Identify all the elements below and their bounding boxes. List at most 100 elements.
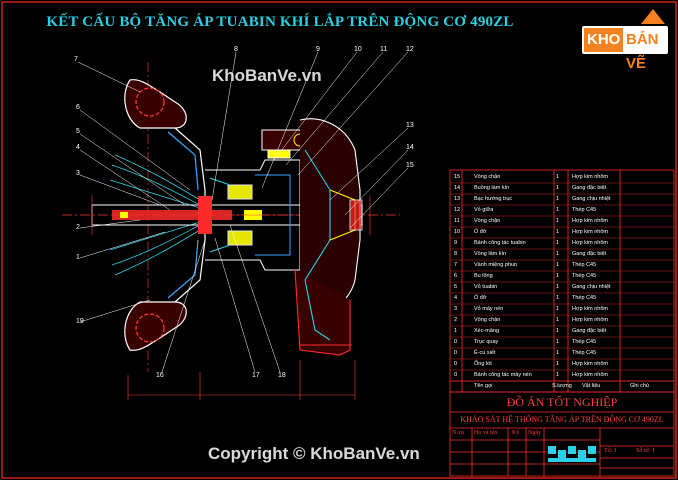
callout-5: 5 [76,128,80,135]
school-logo-graphic [548,446,596,462]
callout-6: 6 [76,104,80,111]
tb-label-role: N.vụ [452,430,464,436]
turbine-housing [294,118,363,356]
bom-cell-name: Vỏ giữa [474,207,494,213]
bom-header-name: Tên gọi [474,383,493,389]
bom-cell-no: 2 [454,317,458,323]
bom-cell-qty: 1 [556,306,560,312]
bom-cell-mat: Thép C45 [572,350,597,356]
bom-cell-mat: Hợp kim nhôm [572,229,609,235]
bom-cell-qty: 1 [556,185,560,191]
bom-cell-mat: Gang chịu nhiệt [572,284,611,290]
bom-cell-name: Ê-cu siết [474,350,496,356]
bom-cell-mat: Hợp kim nhôm [572,174,609,180]
bom-cell-qty: 1 [556,218,560,224]
bom-cell-no: 14 [454,185,461,191]
bom-cell-qty: 1 [556,372,560,378]
bom-cell-no: 5 [454,284,458,290]
title-block-heading: ĐỒ ÁN TỐT NGHIỆP [506,395,618,409]
bom-cell-qty: 1 [556,317,560,323]
bom-cell-name: Bánh công tác tuabin [474,240,526,246]
bom-header-note: Ghi chú [630,383,649,389]
logo-left-text: KHO [584,28,624,52]
tb-label-date: Ngày [528,430,541,436]
tb-sheets: Số tờ: 1 [636,448,655,454]
bom-cell-name: Vòng chặn [474,174,501,180]
bom-cell-qty: 1 [556,207,560,213]
bom-cell-mat: Gang đặc biệt [572,328,607,334]
bom-cell-no: 10 [454,229,461,235]
bom-cell-qty: 1 [556,361,560,367]
bom-cell-name: Trục quay [474,339,499,345]
logo-house-icon [641,9,665,24]
bom-cell-no: 9 [454,240,458,246]
compressor-wheel [109,154,201,276]
bom-cell-qty: 1 [556,262,560,268]
bom-header-qty: S.lượng [552,383,572,389]
bom-cell-mat: Hợp kim nhôm [572,240,609,246]
bom-cell-no: 8 [454,251,458,257]
callout-12: 12 [406,46,414,53]
bom-cell-name: Vòng chặn [474,218,501,224]
bom-cell-no: 0 [454,361,458,367]
bom-cell-no: 3 [454,306,458,312]
bom-cell-mat: Hợp kim nhôm [572,317,609,323]
logo-right-text: BẢN VẼ [626,31,659,72]
tb-label-sign: Ký [512,430,520,436]
callout-2: 2 [76,224,80,231]
bom-cell-no: 7 [454,262,458,268]
bom-cell-qty: 1 [556,328,560,334]
bom-row-lines [450,182,674,382]
bom-cell-qty: 1 [556,284,560,290]
callout-3: 3 [76,170,80,177]
bom-cell-name: Vỏ tuabin [474,284,498,290]
bom-cell-no: 6 [454,273,458,279]
title-block-frame [449,391,675,477]
bom-cell-name: Xéc-măng [474,328,500,334]
callout-7: 7 [74,56,78,63]
bom-row: 9 Bánh công tác tuabin 1 Hợp kim nhôm [452,238,674,249]
bom-cell-qty: 1 [556,174,560,180]
bom-cell-no: 0 [454,372,458,378]
bom-cell-mat: Hợp kim nhôm [572,218,609,224]
callout-11: 11 [380,46,388,53]
bom-cell-no: 12 [454,207,461,213]
bom-cell-mat: Thép C45 [572,262,597,268]
bom-cell-qty: 1 [556,295,560,301]
callout-18: 18 [278,372,286,379]
callout-10: 10 [354,46,362,53]
bom-cell-mat: Thép C45 [572,295,597,301]
bom-cell-name: Bu lông [474,273,493,279]
bom-header: Tên gọi S.lượng Vật liệu Ghi chú [452,381,674,392]
callout-1: 1 [76,254,80,261]
bom-row: 1 Xéc-măng 1 Gang đặc biệt [452,326,674,337]
bom-cell-qty: 1 [556,240,560,246]
callout-16: 16 [156,372,164,379]
callout-19: 19 [76,318,84,325]
brand-logo[interactable]: KHO BẢN VẼ [582,26,668,72]
drawing-title: KẾT CẤU BỘ TĂNG ÁP TUABIN KHÍ LẮP TRÊN Đ… [46,14,514,30]
bom-cell-mat: Gang đặc biệt [572,251,607,257]
bom-cell-no: 0 [454,350,458,356]
leader-lines [77,51,409,373]
bom-cell-name: Vòng làm kín [474,251,507,257]
callout-13: 13 [406,122,414,129]
bom-cell-no: 4 [454,295,458,301]
bom-cell-no: 0 [454,339,458,345]
bom-cell-name: Vỏ máy nén [474,306,504,312]
callout-17: 17 [252,372,260,379]
bom-row: 4 Ổ đỡ 1 Thép C45 [452,293,674,304]
bom-cell-qty: 1 [556,339,560,345]
tb-label-name: Họ và tên [474,430,498,436]
bom-cell-name: Ổ đỡ [474,295,487,301]
bom-cell-no: 1 [454,328,458,334]
